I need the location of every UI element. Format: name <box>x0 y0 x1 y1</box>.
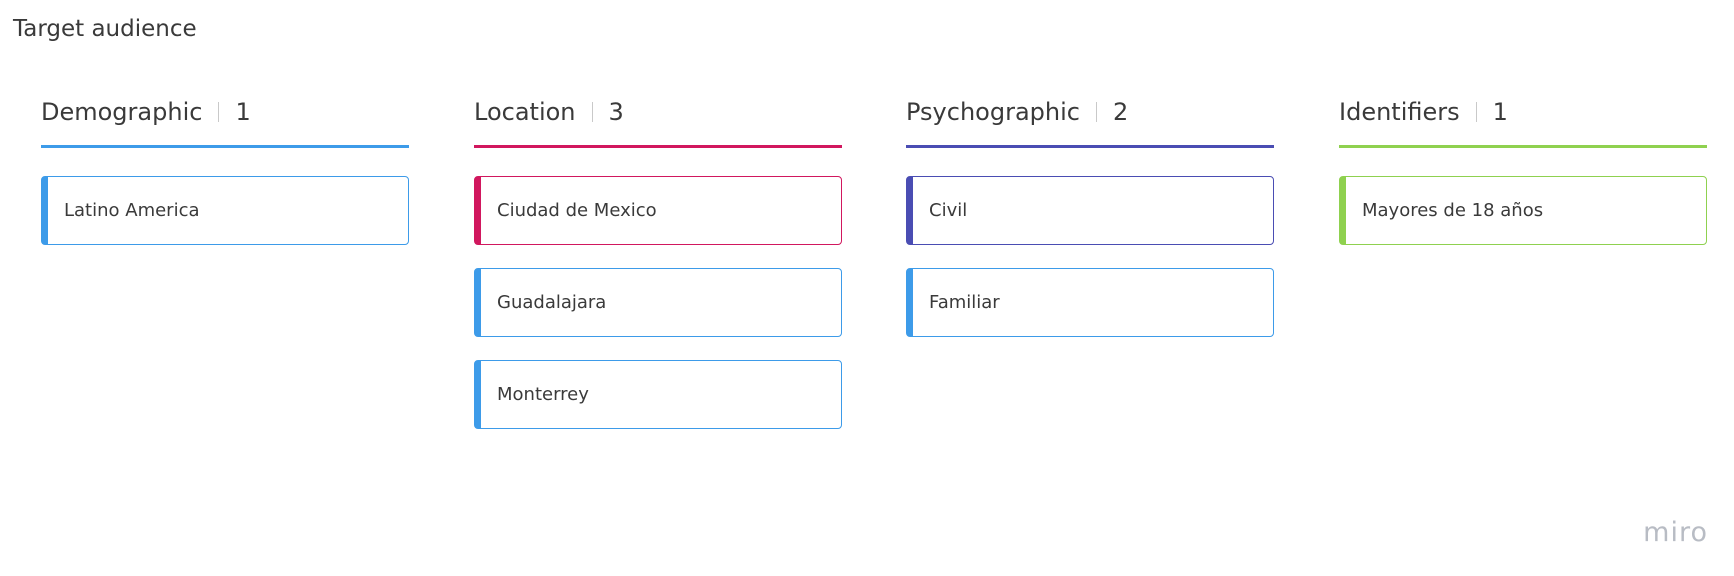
column-title: Location <box>474 98 576 126</box>
column-underline <box>1339 145 1707 148</box>
miro-logo: miro <box>1643 517 1708 548</box>
column-header[interactable]: Location 3 <box>474 94 842 130</box>
card[interactable]: Civil <box>906 176 1274 245</box>
header-divider <box>1095 102 1097 122</box>
column-identifiers: Identifiers 1 Mayores de 18 años <box>1339 94 1707 245</box>
header-divider <box>218 102 220 122</box>
column-demographic: Demographic 1 Latino America <box>41 94 409 245</box>
column-count: 2 <box>1112 98 1129 126</box>
column-header[interactable]: Demographic 1 <box>41 94 409 130</box>
column-psychographic: Psychographic 2 Civil Familiar <box>906 94 1274 337</box>
card-label: Ciudad de Mexico <box>497 200 657 221</box>
column-header[interactable]: Psychographic 2 <box>906 94 1274 130</box>
card-label: Monterrey <box>497 384 589 405</box>
header-divider <box>1475 102 1477 122</box>
card[interactable]: Monterrey <box>474 360 842 429</box>
column-underline <box>906 145 1274 148</box>
card[interactable]: Mayores de 18 años <box>1339 176 1707 245</box>
column-count: 1 <box>1492 98 1508 126</box>
column-count: 1 <box>235 98 251 126</box>
card[interactable]: Familiar <box>906 268 1274 337</box>
column-title: Psychographic <box>906 98 1080 126</box>
column-title: Demographic <box>41 98 203 126</box>
card-label: Guadalajara <box>497 292 607 313</box>
card-label: Latino America <box>64 200 200 221</box>
board-title: Target audience <box>13 16 197 42</box>
header-divider <box>591 102 593 122</box>
column-underline <box>474 145 842 148</box>
column-header[interactable]: Identifiers 1 <box>1339 94 1707 130</box>
card-label: Familiar <box>929 292 1000 313</box>
card[interactable]: Guadalajara <box>474 268 842 337</box>
column-location: Location 3 Ciudad de Mexico Guadalajara … <box>474 94 842 429</box>
column-underline <box>41 145 409 148</box>
column-count: 3 <box>608 98 624 126</box>
column-title: Identifiers <box>1339 98 1460 126</box>
card-label: Civil <box>929 200 968 221</box>
card-label: Mayores de 18 años <box>1362 200 1544 221</box>
card[interactable]: Ciudad de Mexico <box>474 176 842 245</box>
card[interactable]: Latino America <box>41 176 409 245</box>
